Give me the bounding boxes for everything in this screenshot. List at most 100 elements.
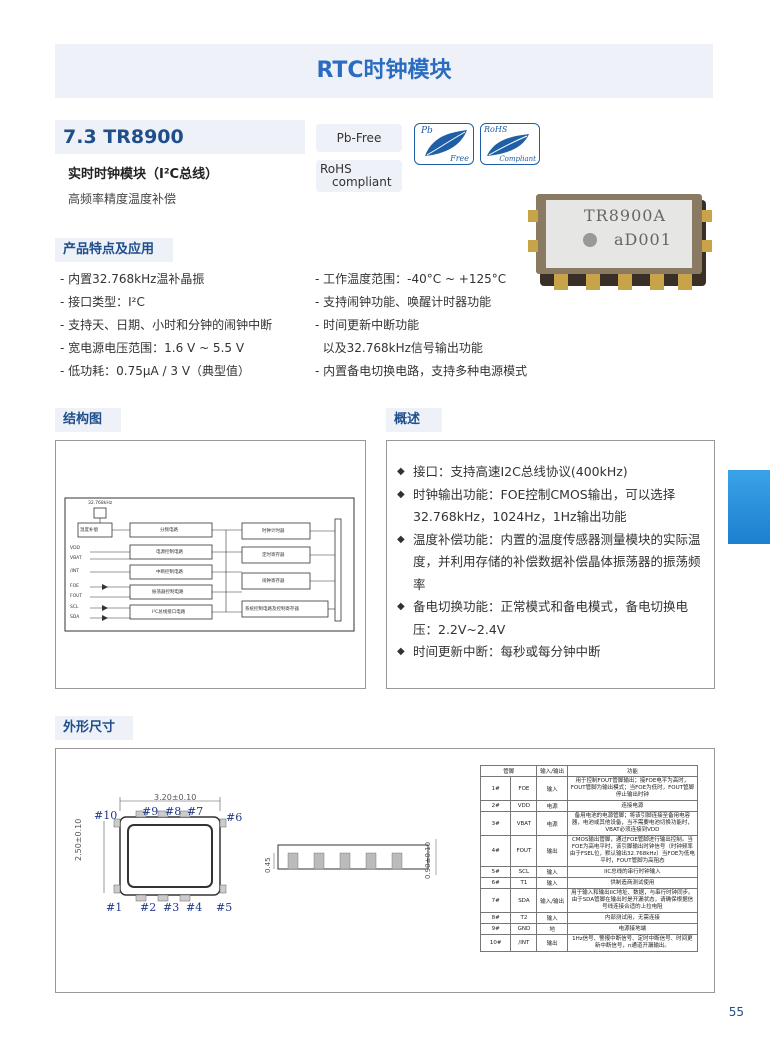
block-clock-timer: 时钟计时器: [262, 529, 285, 534]
compliant-logo-text: Compliant: [499, 155, 536, 163]
pin-number-cell: 1#: [479, 776, 512, 801]
chip-package-icon: [528, 194, 712, 290]
pin-label-scl: SCL: [70, 605, 79, 610]
feature-item: - 支持天、日期、小时和分钟的闹钟中断: [60, 318, 273, 332]
feature-item: - 时间更新中断功能: [315, 318, 420, 332]
rohs-logo-text: RoHS: [484, 125, 508, 134]
product-subtitle: 实时时钟模块（I²C总线）: [68, 167, 219, 182]
pin-label-fout: FOUT: [70, 594, 83, 599]
feature-item: - 低功耗：0.75μA / 3 V（典型值）: [60, 364, 251, 378]
pin-name-cell: FOUT: [510, 835, 538, 867]
block-interrupt-control: 中断控制电路: [156, 570, 183, 575]
thickness-dimension: 0.90±0.10: [424, 841, 432, 879]
rohs-badge: RoHS compliant: [316, 160, 402, 192]
block-power-control: 电源控制电路: [156, 550, 183, 555]
overview-item: ◆时间更新中断：每秒或每分钟中断: [397, 641, 702, 664]
block-alarm-register: 闹钟寄存器: [262, 579, 285, 584]
pb-logo-text: Pb: [421, 126, 433, 136]
pin-name-cell: SCL: [510, 866, 538, 878]
pin-number-cell: 2#: [479, 800, 512, 812]
dimensions-frame: 3.20±0.10 2.50±0.10 #10 #9 #8 #7 #6 #1 #…: [55, 748, 715, 993]
pin-label-sda: SDA: [70, 615, 80, 620]
pin-function-cell: 内部测试用，无需连接: [566, 912, 699, 924]
pin-io-cell: 输入: [536, 776, 568, 801]
pin-name-cell: FOE: [510, 776, 538, 801]
features-right-list: - 工作温度范围：-40°C ~ +125°C - 支持闹钟功能、唤醒计时器功能…: [315, 268, 585, 383]
overview-item: ◆接口：支持高速I2C总线协议(400kHz): [397, 461, 702, 484]
pin-number-cell: 3#: [479, 811, 512, 836]
model-heading: 7.3 TR8900: [55, 120, 305, 154]
rohs-leaf-icon: [487, 134, 529, 156]
pin-label-10: #10: [94, 809, 118, 822]
pin-label-foe: FOE: [70, 584, 79, 589]
pin-table-header: 管脚 输入/输出 功能: [479, 765, 699, 777]
pin-label-4: #4: [186, 901, 203, 914]
pin-io-cell: 地: [536, 923, 568, 935]
pb-free-logo: Pb Free: [414, 123, 474, 165]
rohs-label-line2: compliant: [332, 175, 392, 189]
function-header: 功能: [566, 765, 699, 777]
overview-item: ◆时钟输出功能：FOE控制CMOS输出，可以选择32.768kHz，1024Hz…: [397, 484, 702, 529]
pin-io-cell: 电源: [536, 811, 568, 836]
pin-label-8: #8: [165, 805, 182, 818]
pin-function-cell: 连接电源: [566, 800, 699, 812]
block-osc-control: 振荡器控制电路: [152, 590, 184, 595]
diamond-bullet-icon: ◆: [397, 533, 405, 545]
pin-number-cell: 9#: [479, 923, 512, 935]
diamond-bullet-icon: ◆: [397, 601, 405, 612]
pin-label-int: /INT: [70, 569, 79, 574]
feature-item: - 工作温度范围：-40°C ~ +125°C: [315, 272, 507, 286]
pin-label-6: #6: [226, 811, 243, 824]
rohs-label-line1: RoHS: [320, 162, 352, 176]
pin-name-cell: /INT: [510, 934, 538, 952]
block-temp-comp: 温度补偿: [80, 528, 98, 533]
page-title: RTC时钟模块: [316, 58, 452, 83]
pin-label-9: #9: [142, 805, 159, 818]
feature-item: - 支持闹钟功能、唤醒计时器功能: [315, 295, 492, 309]
feature-item: - 内置备电切换电路，支持多种电源模式: [315, 364, 528, 378]
side-tab-marker: [728, 470, 770, 544]
block-diagram: [64, 497, 355, 632]
pin-io-cell: 输入: [536, 912, 568, 924]
page-number: 55: [728, 1005, 744, 1019]
pin-number-cell: 5#: [479, 866, 512, 878]
pin-function-cell: CMOS输出管脚，通过FOE管脚进行输出控制。当FOE为高电平时，该引脚输出时钟…: [566, 835, 699, 867]
diamond-bullet-icon: ◆: [397, 488, 405, 500]
pin-label-vbat: VBAT: [70, 556, 82, 561]
overview-list: ◆接口：支持高速I2C总线协议(400kHz) ◆时钟输出功能：FOE控制CMO…: [397, 461, 702, 664]
features-heading: 产品特点及应用: [55, 238, 173, 262]
feature-item: - 宽电源电压范围：1.6 V ~ 5.5 V: [60, 341, 245, 355]
feature-item: 以及32.768kHz信号输出功能: [315, 341, 483, 355]
pin-function-cell: 备用电池的电源管脚；将该引脚连接至备用电容器，电池或其他设备，当不需要电池切换功…: [566, 811, 699, 836]
model-name: 7.3 TR8900: [63, 126, 184, 148]
pin-label-5: #5: [216, 901, 233, 914]
pin-label-3: #3: [163, 901, 180, 914]
pin-function-cell: 电源接地端: [566, 923, 699, 935]
io-header: 输入/输出: [536, 765, 568, 777]
block-i2c-interface: I²C总线接口电路: [152, 610, 186, 615]
feature-item: - 接口类型：I²C: [60, 295, 145, 309]
pin-io-cell: 输出: [536, 934, 568, 952]
dimensions-heading: 外形尺寸: [55, 716, 133, 740]
pin-io-cell: 输出: [536, 835, 568, 867]
pin-function-cell: 1Hz信号、警报中断信号、定时中断信号、时间更新中断信号，n通道开漏输出。: [566, 934, 699, 952]
diamond-bullet-icon: ◆: [397, 466, 405, 477]
width-dimension: 3.20±0.10: [154, 793, 197, 802]
overview-frame: ◆接口：支持高速I2C总线协议(400kHz) ◆时钟输出功能：FOE控制CMO…: [386, 440, 715, 689]
block-divider: 分频电路: [160, 528, 178, 533]
pin-number-cell: 7#: [479, 888, 512, 913]
pin-io-cell: 电源: [536, 800, 568, 812]
pin-label-1: #1: [106, 901, 123, 914]
pin-label-vdd: VDD: [70, 546, 81, 551]
leaf-icon: [425, 130, 467, 156]
pin-number-cell: 6#: [479, 877, 512, 889]
feature-item: - 内置32.768kHz温补晶振: [60, 272, 205, 286]
pin-io-cell: 输入/输出: [536, 888, 568, 913]
